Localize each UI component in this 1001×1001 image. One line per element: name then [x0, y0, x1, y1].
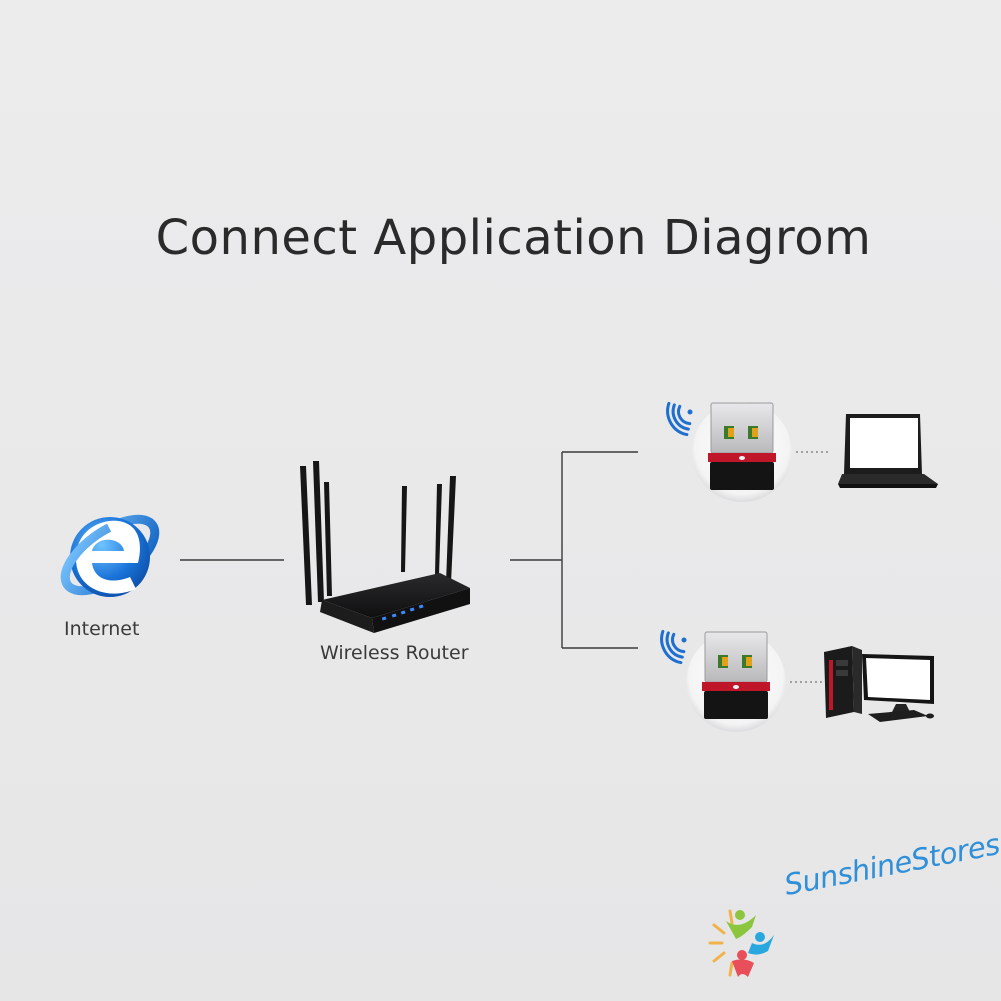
internet-explorer-icon — [60, 514, 160, 597]
sunshine-stores-logo-icon — [708, 909, 774, 977]
internet-label: Internet — [64, 618, 140, 640]
usb-wifi-adapter-icon — [702, 631, 770, 719]
usb-wifi-adapter-top — [666, 401, 792, 502]
wifi-signal-icon — [660, 629, 687, 665]
router-body-side — [320, 600, 374, 633]
router-body-top — [322, 573, 470, 618]
page-title: Connect Application Diagrom — [155, 210, 872, 266]
router-status-leds — [381, 604, 424, 621]
usb-wifi-adapter-icon — [708, 402, 776, 490]
connection-lines — [180, 451, 830, 683]
wifi-signal-icon — [666, 401, 693, 437]
desktop-computer-icon — [824, 646, 934, 722]
laptop-icon — [838, 414, 938, 488]
router-body-front — [372, 588, 470, 633]
wireless-router-label: Wireless Router — [320, 642, 469, 664]
router-antennas — [300, 461, 456, 605]
usb-wifi-adapter-bottom — [660, 629, 786, 732]
wireless-router-icon — [300, 461, 470, 633]
